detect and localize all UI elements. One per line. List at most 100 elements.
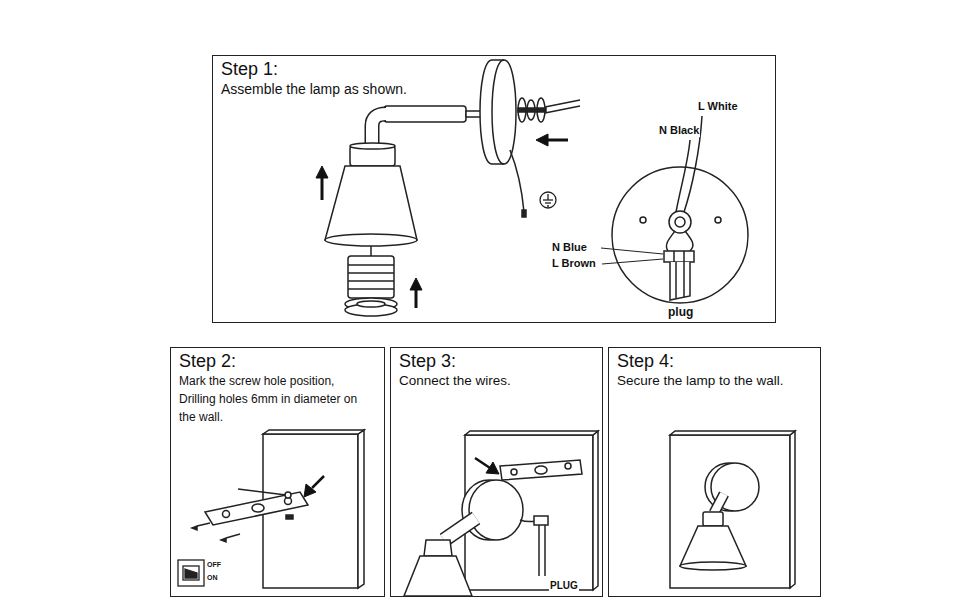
step-instruction: Connect the wires. bbox=[399, 372, 594, 390]
lamp-assembly bbox=[348, 256, 394, 298]
wiring-detail bbox=[715, 217, 721, 223]
wall-drilling bbox=[286, 515, 293, 519]
mounted-lamp bbox=[790, 431, 795, 588]
wire-connection bbox=[565, 463, 571, 469]
step-panel: Step 2:Mark the screw hole position, Dri… bbox=[170, 347, 385, 597]
wiring-detail bbox=[670, 262, 690, 300]
wiring-detail bbox=[675, 262, 677, 298]
lamp-assembly bbox=[357, 301, 385, 307]
lamp-assembly bbox=[325, 166, 417, 240]
plug-label: PLUG bbox=[549, 580, 579, 592]
lamp-assembly bbox=[348, 272, 394, 274]
direction-arrow bbox=[321, 176, 324, 200]
power-switch bbox=[178, 560, 204, 586]
wall-drilling bbox=[223, 511, 230, 518]
wiring-detail bbox=[673, 251, 675, 262]
lamp-assembly bbox=[348, 288, 394, 290]
direction-arrow bbox=[304, 476, 324, 497]
step-instruction: Secure the lamp to the wall. bbox=[617, 372, 812, 390]
direction-arrow bbox=[475, 458, 490, 468]
lamp-assembly bbox=[492, 60, 504, 164]
wall-drilling bbox=[226, 534, 240, 538]
lamp-assembly bbox=[384, 106, 466, 122]
mounted-lamp bbox=[714, 494, 724, 513]
power-switch bbox=[178, 560, 204, 586]
direction-arrow bbox=[312, 476, 324, 488]
lamp-assembly bbox=[325, 60, 580, 316]
direction-arrow bbox=[304, 484, 316, 497]
lamp-assembly bbox=[348, 264, 394, 266]
wall-drilling bbox=[192, 526, 197, 530]
step-instruction: Mark the screw hole position, Drilling h… bbox=[179, 372, 369, 426]
wire-connection bbox=[465, 435, 593, 590]
wall-drilling bbox=[358, 430, 364, 588]
wire-label: L Brown bbox=[551, 257, 597, 270]
direction-arrow bbox=[316, 134, 568, 308]
step-panel: Step 4:Secure the lamp to the wall. bbox=[608, 347, 821, 597]
wire-connection bbox=[535, 466, 547, 474]
wire-connection bbox=[534, 516, 548, 525]
lamp-assembly bbox=[350, 143, 395, 149]
wire-connection bbox=[511, 469, 517, 475]
wiring-detail bbox=[683, 251, 685, 262]
wall-drilling bbox=[252, 504, 264, 512]
wire-connection bbox=[544, 525, 546, 576]
plug-label: plug bbox=[667, 305, 694, 319]
wire-connection bbox=[444, 518, 476, 540]
mounted-lamp bbox=[714, 494, 724, 513]
lamp-assembly bbox=[348, 280, 394, 282]
wall-drilling bbox=[221, 538, 226, 542]
mounted-lamp bbox=[670, 431, 795, 588]
wire-connection bbox=[404, 556, 472, 596]
wiring-detail bbox=[669, 211, 691, 233]
wiring-detail bbox=[664, 251, 694, 262]
step-heading: Step 2: bbox=[179, 350, 376, 372]
ground-symbol bbox=[547, 205, 549, 206]
step-heading: Step 1: bbox=[221, 58, 767, 80]
wire-label: N Black bbox=[658, 124, 700, 137]
wiring-detail bbox=[612, 167, 748, 303]
wire-connection bbox=[469, 480, 523, 540]
leader-line bbox=[601, 248, 663, 254]
lamp-assembly bbox=[545, 100, 580, 107]
mounted-lamp bbox=[670, 435, 790, 588]
wire-connection bbox=[404, 431, 598, 596]
step-panel: Step 3:Connect the wires. bbox=[390, 347, 603, 597]
wire-connection bbox=[465, 431, 598, 435]
wire-connection bbox=[593, 431, 598, 590]
direction-arrow bbox=[546, 139, 568, 142]
wire-label: N Blue bbox=[551, 241, 588, 254]
wire-connection bbox=[444, 518, 476, 540]
lamp-assembly bbox=[545, 106, 580, 113]
lamp-assembly bbox=[480, 60, 516, 164]
wire-label: L White bbox=[697, 100, 739, 113]
step-panel: Step 1:Assemble the lamp as shown. bbox=[212, 55, 776, 323]
wire-connection bbox=[538, 525, 540, 576]
step-heading: Step 3: bbox=[399, 350, 594, 372]
wall-drilling bbox=[285, 492, 291, 498]
wiring-detail bbox=[685, 231, 693, 251]
wire-connection bbox=[424, 540, 452, 556]
leader-line bbox=[601, 248, 663, 264]
wall-drilling bbox=[205, 492, 308, 525]
ground-symbol bbox=[547, 194, 548, 200]
mounted-lamp bbox=[703, 512, 723, 526]
lamp-assembly bbox=[518, 108, 546, 112]
mounted-lamp bbox=[670, 431, 795, 435]
mounted-lamp bbox=[680, 526, 746, 566]
wall-drilling bbox=[197, 523, 210, 526]
lamp-assembly bbox=[370, 246, 372, 256]
wall-drilling bbox=[192, 430, 364, 588]
direction-arrow bbox=[486, 462, 499, 474]
step-heading: Step 4: bbox=[617, 350, 812, 372]
wire-connection bbox=[500, 460, 582, 480]
mounted-lamp bbox=[680, 562, 746, 570]
lamp-assembly bbox=[522, 210, 526, 217]
ground-symbol bbox=[540, 192, 556, 208]
direction-arrow bbox=[536, 134, 548, 146]
wiring-detail bbox=[666, 231, 675, 251]
wiring-detail bbox=[612, 116, 748, 303]
ground-symbol bbox=[545, 202, 551, 203]
